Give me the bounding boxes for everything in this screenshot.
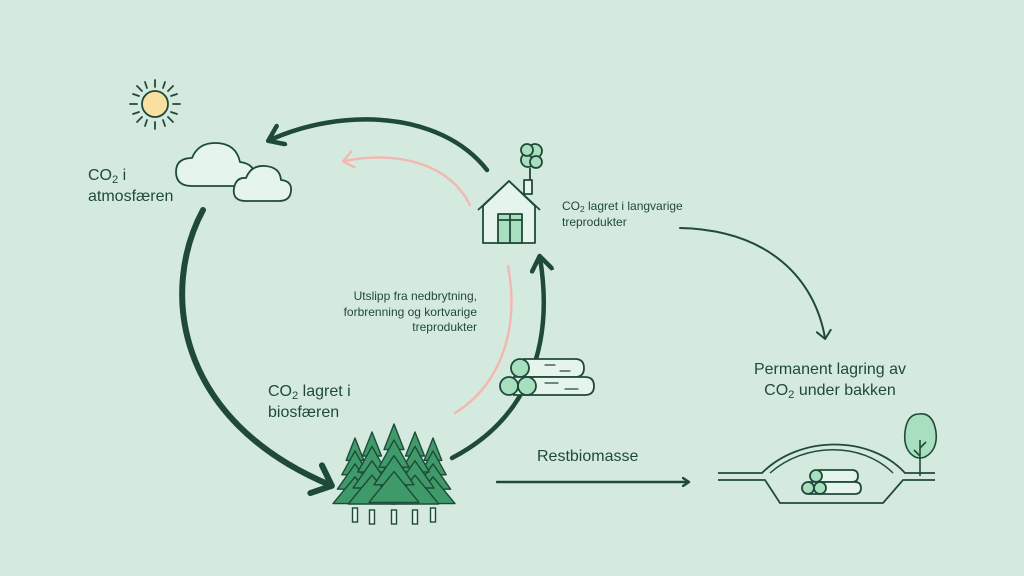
underground-storage-icon (718, 443, 935, 504)
emission-label: Utslipp fra nedbrytning, forbrenning og … (343, 289, 477, 335)
house-icon (477, 143, 543, 244)
tree-icon (903, 413, 938, 476)
logs-icon (499, 358, 595, 396)
emission-arc (453, 264, 513, 415)
pine-tree (368, 423, 420, 525)
co2-biosphere-label: CO2 lagret i biosfæren (268, 383, 351, 421)
arrow-to-biosphere (179, 207, 335, 497)
forest-icon (332, 423, 456, 525)
arrow-to-house (449, 258, 544, 461)
permanent-storage-label: Permanent lagring av CO2 under bakken (753, 361, 907, 401)
arrow-to-atmosphere (270, 117, 490, 173)
emission-arrow (341, 150, 472, 207)
longlived-products-label: CO2 lagret i langvarige treprodukter (562, 199, 683, 229)
co2-atmosphere-label: CO2 i atmosfæren (88, 167, 174, 205)
cloud-icon (175, 142, 292, 202)
sun-icon (129, 79, 181, 130)
residual-biomass-label: Restbiomasse (537, 448, 639, 465)
arrow-to-permanent-storage (679, 227, 832, 340)
